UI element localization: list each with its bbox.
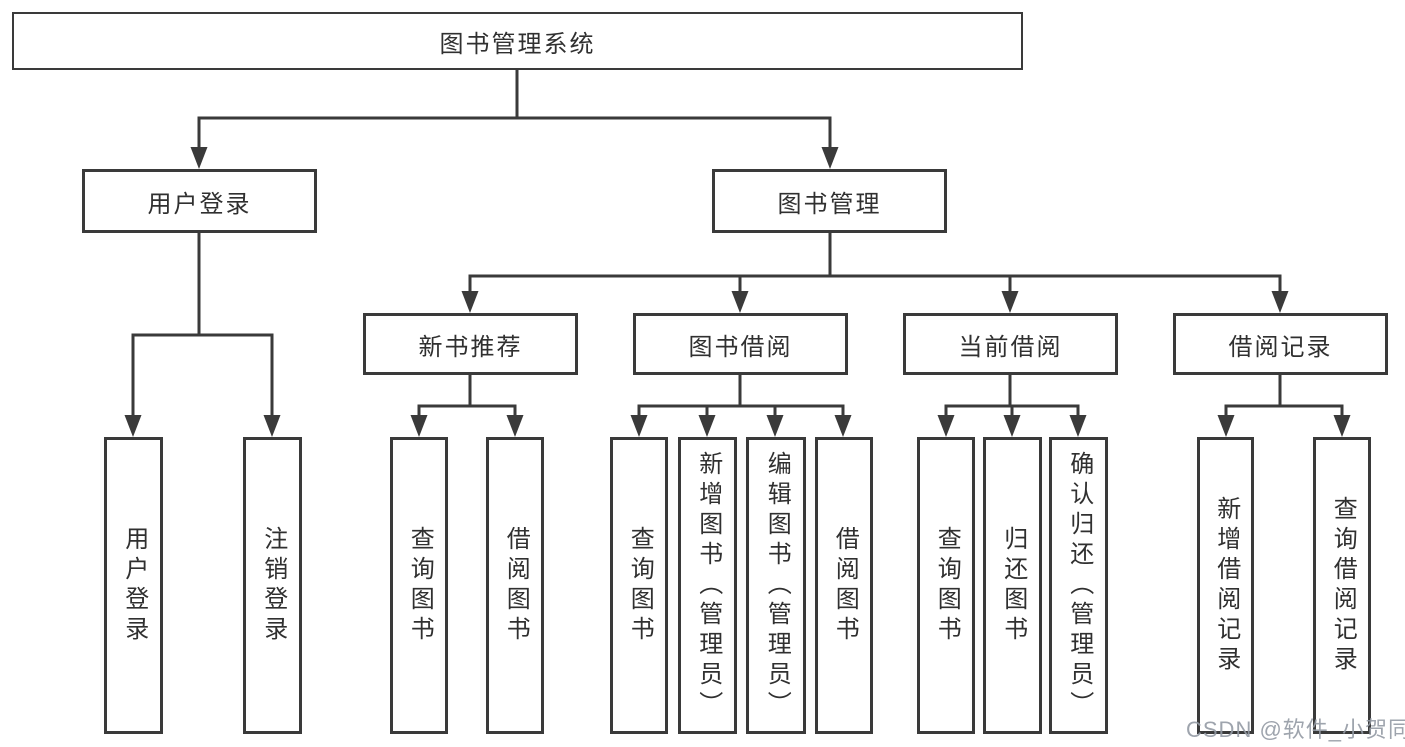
arrowhead xyxy=(1003,415,1021,437)
node-book-management-label: 图书管理 xyxy=(777,190,882,218)
leaf-borrow-books-borrowing: 借阅图书 xyxy=(815,437,873,734)
arrowhead xyxy=(731,291,749,313)
arrowhead xyxy=(1271,291,1289,313)
arrowhead xyxy=(190,147,208,169)
leaf-add-books-admin: 新增图书（管理员） xyxy=(678,437,737,734)
leaf-query-books-current: 查询图书 xyxy=(917,437,975,734)
arrowhead xyxy=(698,415,716,437)
arrowhead xyxy=(506,415,524,437)
arrowhead xyxy=(630,415,648,437)
arrowhead xyxy=(937,415,955,437)
arrowhead xyxy=(821,147,839,169)
arrowhead xyxy=(1069,415,1087,437)
leaf-query-borrow-record-label: 查询借阅记录 xyxy=(1329,495,1357,676)
leaf-borrow-books-recommend-label: 借阅图书 xyxy=(502,525,530,646)
leaf-query-borrow-record: 查询借阅记录 xyxy=(1313,437,1371,734)
leaf-query-books-borrowing: 查询图书 xyxy=(610,437,668,734)
node-user-login-label: 用户登录 xyxy=(147,190,252,218)
arrowheads-group xyxy=(124,147,1351,437)
arrowhead xyxy=(766,415,784,437)
leaf-add-borrow-record-label: 新增借阅记录 xyxy=(1212,495,1240,676)
leaf-query-books-recommend-label: 查询图书 xyxy=(406,525,434,646)
arrowhead xyxy=(834,415,852,437)
leaf-query-books-recommend: 查询图书 xyxy=(390,437,448,734)
leaf-edit-books-admin: 编辑图书（管理员） xyxy=(746,437,806,734)
leaf-add-books-admin-label: 新增图书（管理员） xyxy=(694,450,722,721)
arrowhead xyxy=(1217,415,1235,437)
csdn-watermark: CSDN @软件_小贺同学 xyxy=(1186,717,1405,742)
arrowhead xyxy=(410,415,428,437)
leaf-user-login-label: 用户登录 xyxy=(120,525,148,646)
node-book-borrowing: 图书借阅 xyxy=(633,313,848,375)
node-book-management: 图书管理 xyxy=(712,169,947,233)
node-user-login: 用户登录 xyxy=(82,169,317,233)
node-library-system-label: 图书管理系统 xyxy=(439,30,596,58)
arrowhead xyxy=(263,415,281,437)
leaf-return-books: 归还图书 xyxy=(983,437,1042,734)
arrowhead xyxy=(124,415,142,437)
leaf-add-borrow-record: 新增借阅记录 xyxy=(1197,437,1254,734)
node-book-borrowing-label: 图书借阅 xyxy=(688,333,793,361)
arrowhead xyxy=(461,291,479,313)
node-library-system: 图书管理系统 xyxy=(12,12,1023,70)
connector-lines xyxy=(131,70,1344,417)
leaf-return-books-label: 归还图书 xyxy=(999,525,1027,646)
node-new-book-recommend-label: 新书推荐 xyxy=(418,333,523,361)
leaf-query-books-current-label: 查询图书 xyxy=(933,525,961,646)
node-current-borrowing: 当前借阅 xyxy=(903,313,1118,375)
leaf-edit-books-admin-label: 编辑图书（管理员） xyxy=(763,450,791,721)
leaf-confirm-return-admin-label: 确认归还（管理员） xyxy=(1065,450,1093,721)
leaf-user-login: 用户登录 xyxy=(104,437,163,734)
arrowhead xyxy=(1001,291,1019,313)
node-new-book-recommend: 新书推荐 xyxy=(363,313,578,375)
leaf-logout-label: 注销登录 xyxy=(259,525,287,646)
node-current-borrowing-label: 当前借阅 xyxy=(958,333,1063,361)
leaf-borrow-books-borrowing-label: 借阅图书 xyxy=(831,525,859,646)
arrowhead xyxy=(1333,415,1351,437)
leaf-confirm-return-admin: 确认归还（管理员） xyxy=(1049,437,1108,734)
leaf-borrow-books-recommend: 借阅图书 xyxy=(486,437,544,734)
node-borrow-records-label: 借阅记录 xyxy=(1228,333,1333,361)
leaf-logout: 注销登录 xyxy=(243,437,302,734)
node-borrow-records: 借阅记录 xyxy=(1173,313,1388,375)
leaf-query-books-borrowing-label: 查询图书 xyxy=(626,525,654,646)
